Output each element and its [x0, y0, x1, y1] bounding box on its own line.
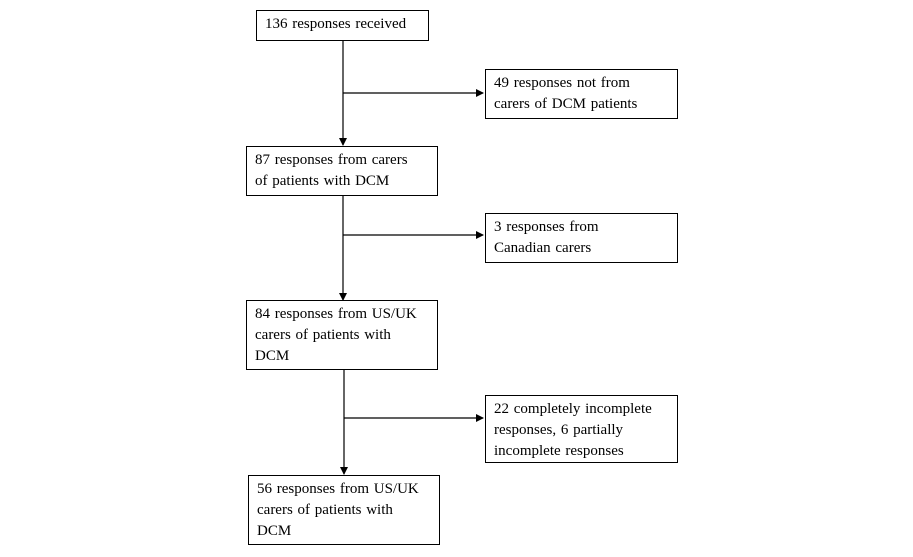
exclusion-box-line: 22 completely incomplete	[494, 401, 652, 417]
step-box-line: 56 responses from US/UK	[257, 481, 419, 497]
exclusion-box-line: 3 responses from	[494, 219, 599, 235]
step-box-final-sample: 56 responses from US/UK carers of patien…	[248, 475, 440, 545]
step-box-received: 136 responses received	[256, 10, 429, 41]
exclusion-box-incomplete: 22 completely incomplete responses, 6 pa…	[485, 395, 678, 463]
exclusion-box-not-dcm: 49 responses not from carers of DCM pati…	[485, 69, 678, 119]
step-box-line: 84 responses from US/UK	[255, 306, 417, 322]
step-box-line: carers of patients with	[255, 327, 391, 343]
exclusion-box-line: Canadian carers	[494, 240, 592, 256]
exclusion-box-canadian: 3 responses from Canadian carers	[485, 213, 678, 263]
step-box-us-uk-carers: 84 responses from US/UK carers of patien…	[246, 300, 438, 370]
exclusion-box-line: responses, 6 partially	[494, 422, 624, 438]
step-box-line: of patients with DCM	[255, 173, 390, 189]
step-box-line: DCM	[257, 523, 292, 539]
exclusion-box-line: incomplete responses	[494, 443, 624, 459]
exclusion-box-line: 49 responses not from	[494, 75, 630, 91]
step-box-line: 136 responses received	[265, 16, 407, 32]
step-box-line: 87 responses from carers	[255, 152, 408, 168]
step-box-line: carers of patients with	[257, 502, 393, 518]
step-box-line: DCM	[255, 348, 290, 364]
exclusion-box-line: carers of DCM patients	[494, 96, 638, 112]
step-box-dcm-carers: 87 responses from carers of patients wit…	[246, 146, 438, 196]
